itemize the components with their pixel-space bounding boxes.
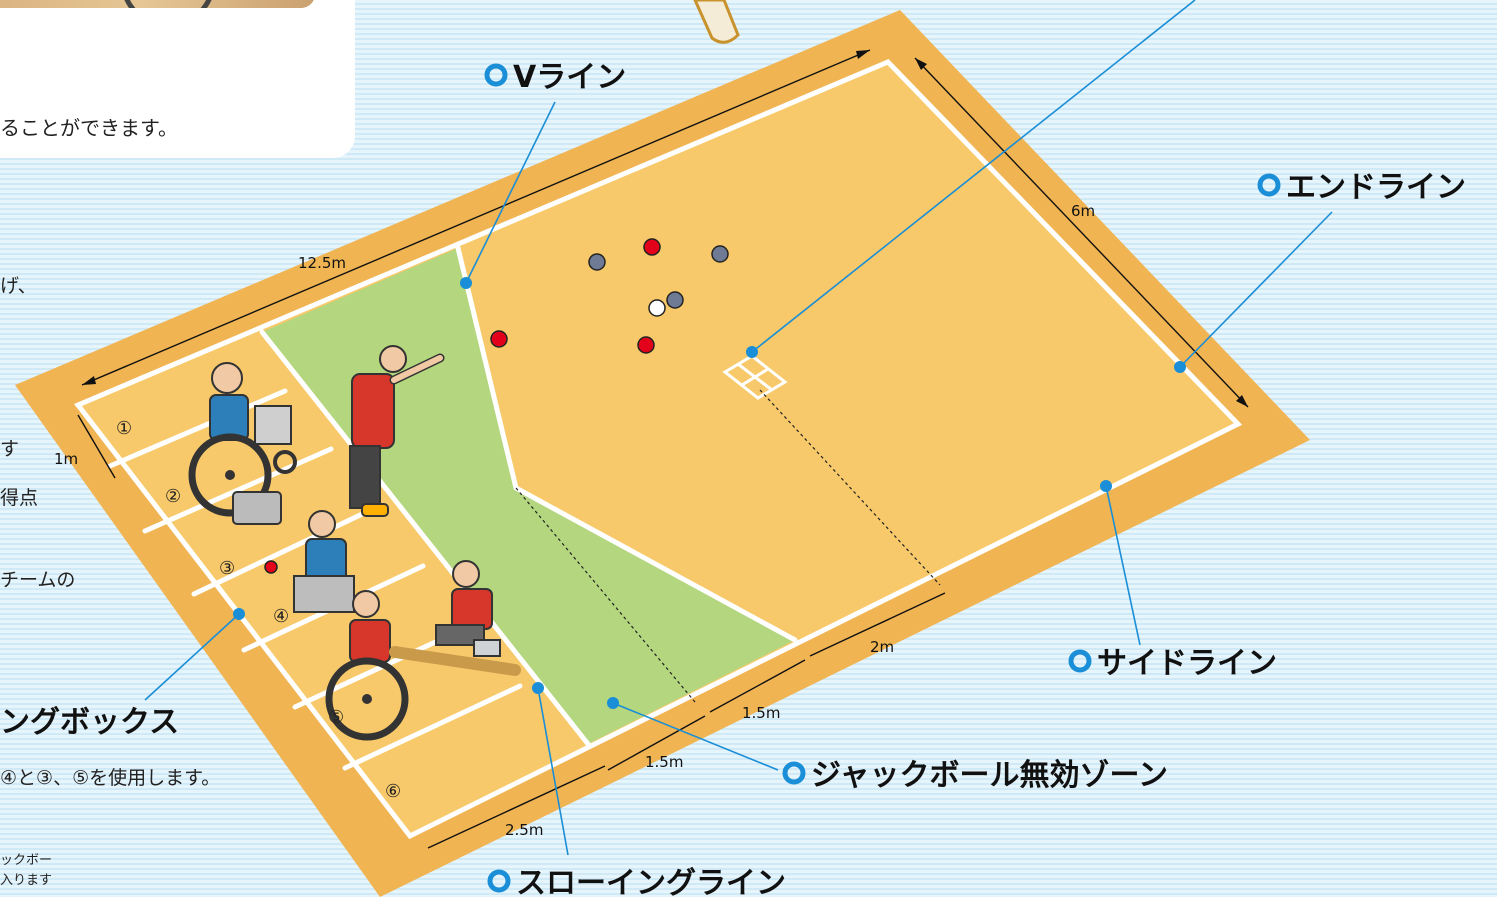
small-note: 入ります (0, 873, 52, 888)
left-text-fragment: す (0, 438, 19, 460)
dim-width-label: 6m (1071, 202, 1095, 220)
blue-ball (711, 245, 729, 263)
target-cross-icon (722, 354, 788, 400)
outer-boundary-line (74, 59, 1243, 840)
callout-dot (532, 682, 544, 694)
box-divider-6 (342, 683, 523, 771)
throwing-box-numbers: ① ② ③ ④ ⑤ ⑥ (116, 418, 401, 802)
label-end-line: エンドライン (1286, 170, 1466, 205)
heading-throwing-box: ングボックス (0, 705, 179, 740)
throwing-line (259, 329, 591, 747)
player-wheelchair-1 (188, 362, 297, 517)
callout-dot (460, 277, 472, 289)
callout-dot (607, 697, 619, 709)
blue-ball (666, 291, 684, 309)
blue-ball (588, 253, 606, 271)
label-side-line: サイドライン (1097, 646, 1277, 681)
label-jack-ball-invalid-zone: ジャックボール無効ゾーン (811, 758, 1168, 793)
ring-marker-icon (1068, 649, 1092, 673)
left-text-fragment: チームの (0, 569, 75, 591)
small-note: ックボー (0, 853, 52, 868)
dim-box-width-label: 1m (54, 450, 78, 468)
box-number: ⑥ (385, 781, 401, 802)
photo-boccia-player (0, 0, 315, 8)
red-ball (637, 336, 655, 354)
jack-ball (648, 299, 666, 317)
dim-length-label: 12.5m (298, 254, 346, 272)
red-ball (643, 238, 661, 256)
callout-lines (144, 0, 1333, 856)
box-divider-3 (191, 504, 380, 597)
player-wheelchair-3 (325, 590, 521, 741)
red-ball (490, 330, 508, 348)
callout-dot (1100, 480, 1112, 492)
callout-dot (233, 608, 245, 620)
label-throwing-line: スローイングライン (516, 866, 786, 897)
box-number: ④ (273, 606, 289, 627)
ring-marker-icon (782, 761, 806, 785)
box-divider-1 (107, 388, 288, 469)
label-v-line: Vライン (513, 60, 626, 95)
red-ball (264, 560, 278, 574)
callout-dot (1174, 361, 1186, 373)
player-wheelchair-2 (232, 491, 355, 613)
boxes-usage-note: ④と③、⑤を使用します。 (0, 767, 220, 789)
ring-marker-icon (487, 869, 511, 893)
ring-marker-icon (484, 63, 508, 87)
box-divider-2 (142, 446, 334, 534)
guide-dotted-2 (759, 389, 941, 586)
ring-marker-icon (1257, 173, 1281, 197)
player-standing-referee (349, 345, 445, 517)
left-text-fragment: 得点 (0, 487, 38, 509)
dim-1-5m-label: 1.5m (742, 704, 780, 722)
box-number: ③ (219, 558, 235, 579)
box-number: ① (116, 418, 132, 439)
dim-2-5m-label: 2.5m (505, 821, 543, 839)
guide-dotted-1 (515, 487, 696, 703)
assistant-seated (435, 560, 501, 657)
info-panel: ることができます。 (0, 0, 355, 158)
box-number: ② (165, 486, 181, 507)
box-number: ⑤ (328, 707, 344, 728)
left-text-fragment: げ、 (0, 275, 37, 297)
callout-dot (746, 346, 758, 358)
balls (264, 238, 729, 574)
dim-1-5m-label: 1.5m (645, 753, 683, 771)
dimension-lines (77, 49, 1249, 849)
pointer-stick-icon (693, 0, 740, 44)
panel-caption: ることができます。 (0, 116, 178, 140)
dim-2m-label: 2m (870, 638, 894, 656)
